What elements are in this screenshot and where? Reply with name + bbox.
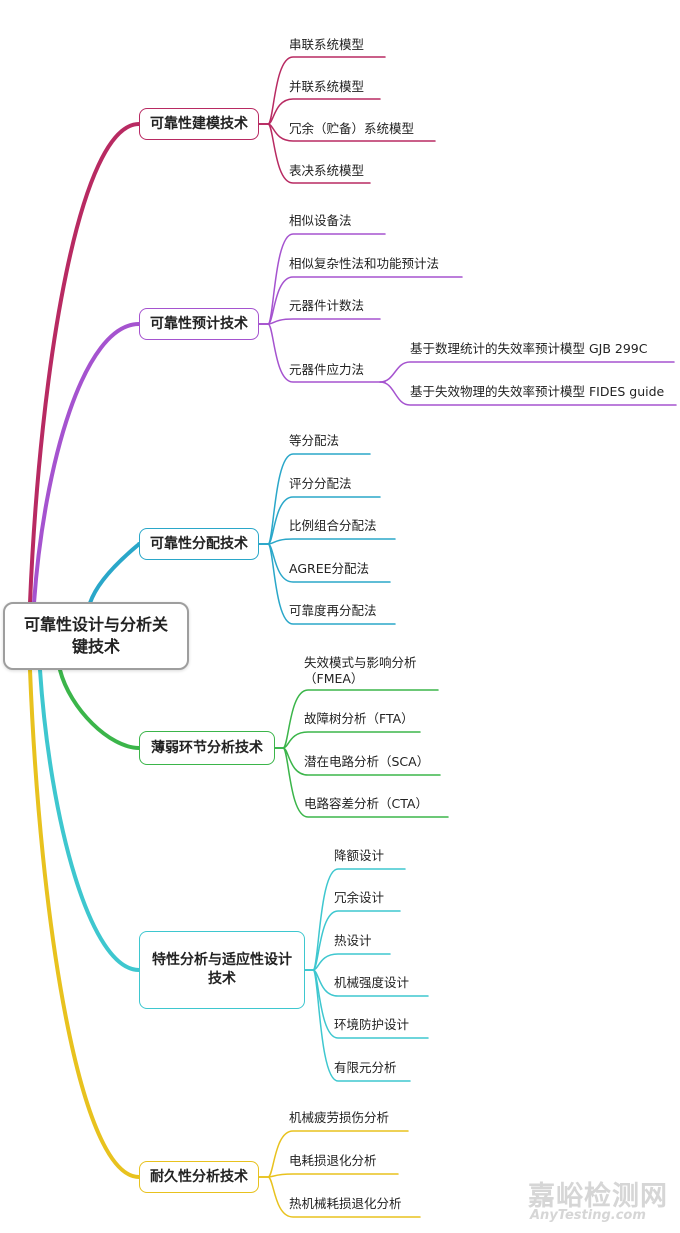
- leaf-redundancy-design[interactable]: 冗余设计: [334, 890, 385, 905]
- root-node[interactable]: 可靠性设计与分析关键技术: [3, 602, 189, 670]
- leaf-stat-model-gjb299c[interactable]: 基于数理统计的失效率预计模型 GJB 299C: [410, 341, 648, 356]
- leaf-mechanical-fatigue[interactable]: 机械疲劳损伤分析: [289, 1110, 390, 1125]
- root-connector-2: [88, 542, 142, 605]
- leaf-cta[interactable]: 电路容差分析（CTA）: [304, 796, 428, 811]
- root-connector-5: [28, 668, 141, 1179]
- branch-5-leaf-connector-2: [258, 1176, 421, 1218]
- watermark-cn: 嘉峪检测网: [528, 1181, 668, 1212]
- leaf-parts-stress[interactable]: 元器件应力法: [289, 362, 365, 377]
- leaf-sca[interactable]: 潜在电路分析（SCA）: [304, 754, 430, 769]
- leaf-similar-equipment[interactable]: 相似设备法: [289, 213, 352, 228]
- leaf-pof-model-fides[interactable]: 基于失效物理的失效率预计模型 FIDES guide: [410, 384, 665, 399]
- leaf-redundancy-model[interactable]: 冗余（贮备）系统模型: [289, 121, 415, 136]
- sub-connector-0: [379, 361, 675, 383]
- sub-connector-1: [379, 381, 677, 406]
- leaf-electrical-wearout[interactable]: 电耗损退化分析: [289, 1153, 377, 1168]
- leaf-series-model[interactable]: 串联系统模型: [289, 37, 365, 52]
- leaf-fea[interactable]: 有限元分析: [334, 1060, 397, 1075]
- leaf-mechanical-strength[interactable]: 机械强度设计: [334, 975, 410, 990]
- leaf-agree-allocation[interactable]: AGREE分配法: [289, 561, 369, 576]
- branch-1-leaf-connector-2: [258, 318, 381, 325]
- branch-5-leaf-connector-1: [258, 1173, 399, 1178]
- root-connector-1: [32, 322, 141, 605]
- branch-reliability-prediction[interactable]: 可靠性预计技术: [139, 308, 259, 340]
- branch-reliability-modeling[interactable]: 可靠性建模技术: [139, 108, 259, 140]
- leaf-voting-model[interactable]: 表决系统模型: [289, 163, 365, 178]
- root-connector-0: [28, 122, 141, 605]
- watermark-en: AnyTesting.com: [530, 1208, 646, 1223]
- branch-2-leaf-connector-2: [258, 538, 396, 545]
- branch-1-leaf-connector-3: [258, 323, 386, 383]
- branch-reliability-allocation[interactable]: 可靠性分配技术: [139, 528, 259, 560]
- branch-3-leaf-connector-1: [274, 731, 421, 749]
- leaf-environmental-protection[interactable]: 环境防护设计: [334, 1017, 410, 1032]
- leaf-fmea[interactable]: 失效模式与影响分析（FMEA）: [304, 655, 417, 686]
- leaf-parallel-model[interactable]: 并联系统模型: [289, 79, 365, 94]
- branch-0-leaf-connector-3: [258, 123, 371, 184]
- leaf-derating[interactable]: 降额设计: [334, 848, 385, 863]
- leaf-fta[interactable]: 故障树分析（FTA）: [304, 711, 414, 726]
- branch-2-leaf-connector-4: [258, 543, 396, 625]
- leaf-reallocation[interactable]: 可靠度再分配法: [289, 603, 377, 618]
- leaf-thermal-design[interactable]: 热设计: [334, 933, 372, 948]
- leaf-parts-count[interactable]: 元器件计数法: [289, 298, 365, 313]
- branch-durability-analysis[interactable]: 耐久性分析技术: [139, 1161, 259, 1193]
- leaf-score-allocation[interactable]: 评分分配法: [289, 476, 352, 491]
- leaf-similar-complexity[interactable]: 相似复杂性法和功能预计法: [289, 256, 440, 271]
- branch-4-leaf-connector-0: [304, 868, 406, 971]
- leaf-equal-allocation[interactable]: 等分配法: [289, 433, 340, 448]
- branch-weak-link-analysis[interactable]: 薄弱环节分析技术: [139, 731, 275, 765]
- root-connector-3: [58, 668, 141, 750]
- branch-characteristic-design[interactable]: 特性分析与适应性设计技术: [139, 931, 305, 1009]
- leaf-thermomechanical-wearout[interactable]: 热机械耗损退化分析: [289, 1196, 402, 1211]
- root-connector-4: [38, 668, 141, 972]
- branch-3-leaf-connector-3: [274, 747, 449, 818]
- leaf-proportional-allocation[interactable]: 比例组合分配法: [289, 518, 377, 533]
- branch-4-leaf-connector-5: [304, 969, 411, 1082]
